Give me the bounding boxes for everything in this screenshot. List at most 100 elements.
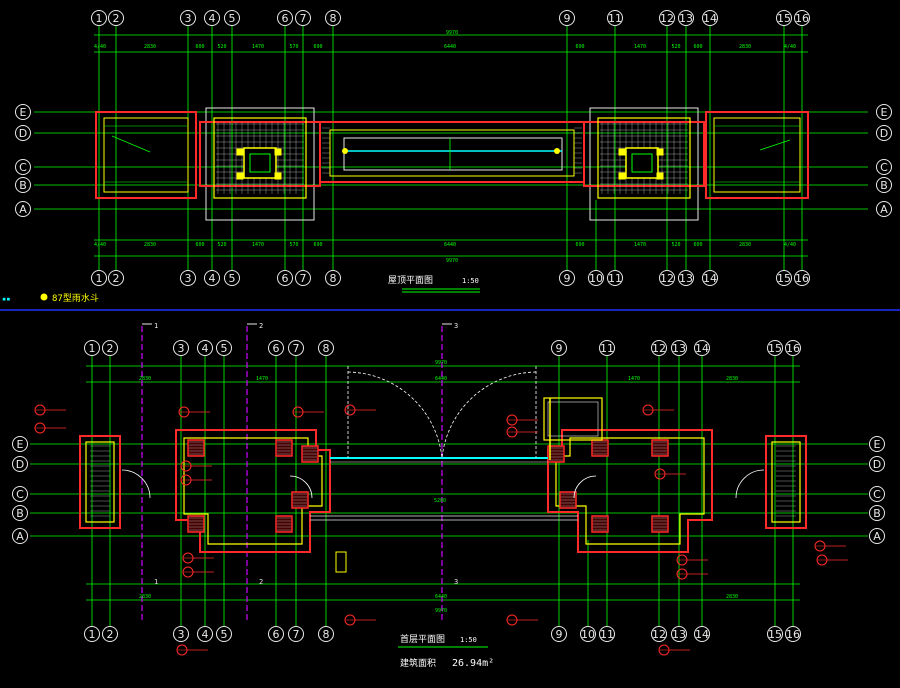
roof-axis-top-1-circle <box>91 10 107 26</box>
ground-axis-top-3-circle <box>173 340 189 356</box>
ground-axis-top-9-label: 9 <box>556 342 563 355</box>
roof-axis-bottom-8-circle <box>325 270 341 286</box>
ground-axis-bottom-2-circle <box>102 626 118 642</box>
area-value: 26.94m² <box>452 658 494 669</box>
ground-axis-right-D-circle <box>869 456 885 472</box>
ground-booth-inner <box>547 401 599 437</box>
ground-door-swing-right-icon <box>441 371 537 459</box>
roof-axis-top-6-label: 6 <box>282 12 289 25</box>
roof-axis-left-E-circle <box>15 104 31 120</box>
roof-left-column-0 <box>236 148 244 156</box>
roof-axis-bottom-4-label: 4 <box>209 272 216 285</box>
roof-axis-top-16-label: 16 <box>795 12 809 25</box>
roof-axis-bottom-5-label: 5 <box>229 272 236 285</box>
roof-right-slope-arrow <box>759 139 791 151</box>
roof-axis-bottom-10-circle <box>588 270 604 286</box>
ground-axis-top-5-label: 5 <box>221 342 228 355</box>
roof-axis-bottom-6-label: 6 <box>282 272 289 285</box>
roof-axis-bottom-4-circle <box>204 270 220 286</box>
ground-axis-top-1-label: 1 <box>89 342 96 355</box>
roof-axis-bottom-8-label: 8 <box>330 272 337 285</box>
ground-axis-bottom-7-label: 7 <box>293 628 300 641</box>
roof-dimension-text-15: 4/40 <box>94 242 106 248</box>
roof-axis-right-B-label: B <box>880 179 888 192</box>
roof-axis-top-4-label: 4 <box>209 12 216 25</box>
roof-axis-bottom-7-label: 7 <box>300 272 307 285</box>
ground-axis-bottom-13-label: 13 <box>672 628 686 641</box>
roof-axis-left-E-label: E <box>20 106 27 119</box>
ground-axis-top-3-label: 3 <box>178 342 185 355</box>
roof-right-wing-outer <box>705 111 809 199</box>
ground-axis-top-7-label: 7 <box>293 342 300 355</box>
roof-axis-top-3-label: 3 <box>185 12 192 25</box>
roof-axis-bottom-14-label: 14 <box>703 272 717 285</box>
ground-axis-right-A-circle <box>869 528 885 544</box>
ground-section-label-bottom-3: 3 <box>454 578 458 586</box>
ground-axis-bottom-2-label: 2 <box>107 628 114 641</box>
ground-axis-top-14-circle <box>694 340 710 356</box>
ground-axis-left-D-label: D <box>16 458 24 471</box>
ground-axis-bottom-16-label: 16 <box>786 628 800 641</box>
ground-axis-top-13-label: 13 <box>672 342 686 355</box>
roof-axis-right-A-label: A <box>880 203 888 216</box>
ground-axis-right-C-label: C <box>873 488 881 501</box>
roof-dimension-text-19: 1470 <box>252 242 264 248</box>
roof-axis-bottom-10-label: 10 <box>589 272 603 285</box>
roof-rain-outlet-icon <box>342 148 348 154</box>
ground-axis-bottom-16-circle <box>785 626 801 642</box>
ground-axis-top-9-circle <box>551 340 567 356</box>
ground-right-wing-inner <box>771 441 801 523</box>
roof-axis-top-16-circle <box>794 10 810 26</box>
roof-axis-left-C-circle <box>15 159 31 175</box>
roof-right-column-0 <box>618 148 626 156</box>
ground-axis-top-7-circle <box>288 340 304 356</box>
ground-axis-top-1-circle <box>84 340 100 356</box>
roof-dimension-text-5: 570 <box>289 44 298 50</box>
roof-axis-right-E-circle <box>876 104 892 120</box>
roof-axis-top-8-label: 8 <box>330 12 337 25</box>
roof-dimension-text-16: 2830 <box>144 242 156 248</box>
ground-side-door-left-icon <box>121 469 151 499</box>
roof-left-column-1 <box>274 148 282 156</box>
roof-axis-top-9-label: 9 <box>564 12 571 25</box>
roof-dimension-text-28: 4/40 <box>784 242 796 248</box>
ground-axis-bottom-12-circle <box>651 626 667 642</box>
roof-dimension-text-14: 9970 <box>446 30 458 36</box>
roof-axis-top-15-label: 15 <box>777 12 791 25</box>
roof-axis-top-7-circle <box>295 10 311 26</box>
roof-axis-left-D-label: D <box>19 127 27 140</box>
ground-dimension-text-7: 1470 <box>628 376 640 382</box>
ground-guard-door-right-icon <box>573 475 597 499</box>
ground-dimension-text-4: 2830 <box>139 376 151 382</box>
note-prefix-mark: ▪▪ <box>2 295 10 303</box>
roof-dimension-text-25: 520 <box>671 242 680 248</box>
ground-dimension-text-8: 2830 <box>139 594 151 600</box>
ground-axis-top-8-label: 8 <box>323 342 330 355</box>
ground-axis-bottom-1-label: 1 <box>89 628 96 641</box>
ground-axis-bottom-12-label: 12 <box>652 628 666 641</box>
ground-axis-top-11-circle <box>599 340 615 356</box>
ground-axis-bottom-15-circle <box>767 626 783 642</box>
ground-axis-top-12-label: 12 <box>652 342 666 355</box>
ground-axis-bottom-5-label: 5 <box>221 628 228 641</box>
roof-dimension-text-2: 600 <box>195 44 204 50</box>
roof-right-column-2 <box>618 172 626 180</box>
ground-axis-left-C-label: C <box>16 488 24 501</box>
roof-dimension-text-6: 690 <box>313 44 322 50</box>
roof-axis-right-B-circle <box>876 177 892 193</box>
roof-rain-outlet-icon-2 <box>554 148 560 154</box>
roof-right-drain-inner <box>631 153 653 173</box>
roof-axis-bottom-15-circle <box>776 270 792 286</box>
roof-left-tower-outline <box>205 107 315 221</box>
roof-dimension-text-4: 1470 <box>252 44 264 50</box>
ground-axis-bottom-6-label: 6 <box>273 628 280 641</box>
roof-axis-left-A-circle <box>15 201 31 217</box>
roof-axis-bottom-5-circle <box>224 270 240 286</box>
ground-section-label-bottom-1: 1 <box>154 578 158 586</box>
ground-axis-top-14-label: 14 <box>695 342 709 355</box>
roof-left-column-2 <box>236 172 244 180</box>
ground-dimension-text-2: 6440 <box>435 376 447 382</box>
ground-dimension-text-5: 2830 <box>726 376 738 382</box>
roof-dimension-text-27: 2830 <box>739 242 751 248</box>
ground-axis-right-D-label: D <box>873 458 881 471</box>
